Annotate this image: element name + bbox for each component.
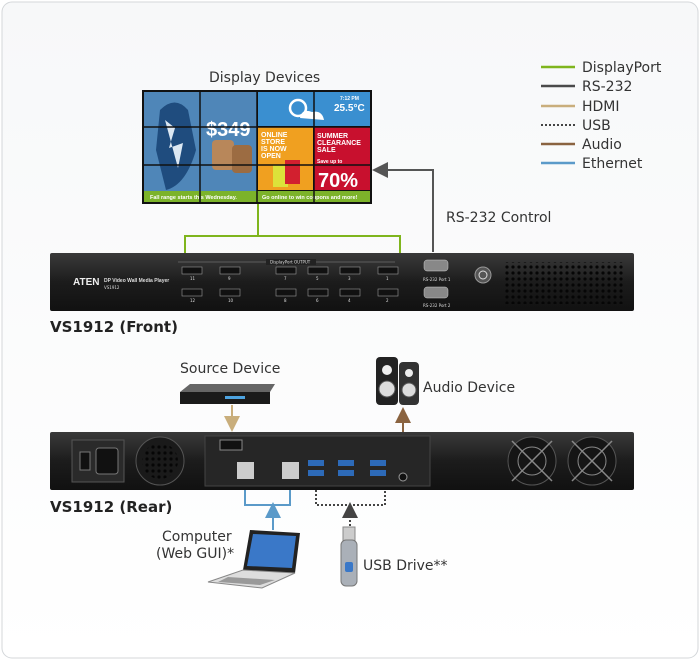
svg-text:RS-232 Port 1: RS-232 Port 1	[423, 277, 451, 282]
port-number: 10	[228, 298, 234, 303]
front-label: VS1912 (Front)	[50, 318, 178, 336]
front-vent	[505, 262, 625, 304]
port-number: 4	[348, 298, 351, 303]
svg-text:ONLINE: ONLINE	[261, 132, 288, 139]
displayport-output-8[interactable]: 8	[275, 288, 297, 303]
port-number: 2	[386, 298, 389, 303]
legend-item-displayport: DisplayPort	[541, 60, 662, 76]
port-number: 12	[190, 298, 196, 303]
rear-fan-1	[507, 436, 557, 486]
usb-drive	[340, 526, 358, 587]
displayport-connection	[184, 204, 401, 253]
svg-text:OPEN: OPEN	[261, 153, 281, 160]
svg-text:70%: 70%	[318, 170, 358, 192]
audio-device-label: Audio Device	[423, 380, 515, 396]
power-switch[interactable]	[79, 451, 91, 471]
ethernet-port-2[interactable]	[282, 462, 299, 479]
port-number: 11	[190, 276, 196, 281]
svg-text:RS-232: RS-232	[582, 79, 632, 95]
rs232-connection	[372, 162, 434, 252]
displayport-outputs: 11 9 7 5 3 1 12 10 8 6 4 2	[181, 266, 399, 303]
power-button[interactable]	[474, 266, 492, 284]
source-device	[180, 384, 275, 404]
svg-text:SALE: SALE	[317, 147, 336, 154]
legend-item-hdmi: HDMI	[541, 99, 620, 115]
svg-text:DisplayPort OUTPUT: DisplayPort OUTPUT	[270, 260, 311, 265]
audio-device	[376, 357, 419, 405]
vs1912-front-panel: ATEN DP Video Wall Media Player VS1912 D…	[50, 253, 634, 311]
displayport-output-9[interactable]: 9	[219, 266, 241, 281]
legend-item-rs232: RS-232	[541, 79, 632, 95]
svg-text:Fall range starts this Wednesd: Fall range starts this Wednesday.	[150, 195, 237, 201]
legend-item-usb: USB	[541, 118, 611, 134]
sale-text: SUMMER CLEARANCE SALE Save up to 70%	[317, 133, 361, 192]
displayport-output-2[interactable]: 2	[377, 288, 399, 303]
svg-text:RS-232 Port 2: RS-232 Port 2	[423, 303, 451, 308]
ethernet-connection	[244, 490, 291, 530]
displayport-output-6[interactable]: 6	[307, 288, 329, 303]
svg-text:Audio: Audio	[582, 137, 622, 153]
power-socket	[95, 447, 119, 475]
svg-text:7:12 PM: 7:12 PM	[340, 96, 359, 102]
usb-connection	[315, 490, 386, 530]
port-number: 6	[316, 298, 319, 303]
svg-text:HDMI: HDMI	[582, 99, 620, 115]
svg-text:STORE: STORE	[261, 139, 285, 146]
hdmi-port[interactable]	[219, 439, 243, 451]
port-number: 1	[386, 276, 389, 281]
rs232-port-2[interactable]: RS-232 Port 2	[423, 286, 451, 308]
audio-port[interactable]	[398, 472, 408, 482]
svg-text:SUMMER: SUMMER	[317, 133, 348, 140]
computer-sublabel: (Web GUI)*	[156, 546, 234, 562]
displayport-output-7[interactable]: 7	[275, 266, 297, 281]
ethernet-port-1[interactable]	[237, 462, 254, 479]
legend-item-audio: Audio	[541, 137, 622, 153]
legend: DisplayPort RS-232 HDMI USB Audio Ethern…	[541, 60, 662, 172]
svg-text:25.5°C: 25.5°C	[334, 103, 365, 114]
usb-drive-label: USB Drive**	[363, 558, 448, 574]
displayport-output-5[interactable]: 5	[307, 266, 329, 281]
rs232-control-label: RS-232 Control	[446, 210, 551, 226]
vs1912-rear-panel	[50, 432, 634, 490]
displayport-output-1[interactable]: 1	[377, 266, 399, 281]
svg-text:Ethernet: Ethernet	[582, 156, 643, 172]
port-number: 3	[348, 276, 351, 281]
video-wall: $349 7:12 PM 25.5°C ONLINE STORE IS NOW …	[142, 90, 372, 204]
svg-text:$349: $349	[206, 119, 251, 141]
usb-ports[interactable]	[308, 460, 386, 476]
displayport-output-4[interactable]: 4	[339, 288, 361, 303]
legend-item-ethernet: Ethernet	[541, 156, 643, 172]
rear-fan-2	[567, 436, 617, 486]
aten-logo: ATEN	[73, 277, 99, 288]
svg-text:CLEARANCE: CLEARANCE	[317, 140, 361, 147]
display-devices-label: Display Devices	[209, 70, 320, 86]
displayport-output-12[interactable]: 12	[181, 288, 203, 303]
port-number: 5	[316, 276, 319, 281]
svg-text:Go online to win coupons and m: Go online to win coupons and more!	[262, 195, 358, 201]
source-device-label: Source Device	[180, 361, 280, 377]
svg-text:VS1912: VS1912	[104, 285, 120, 290]
displayport-output-10[interactable]: 10	[219, 288, 241, 303]
rs232-port-1[interactable]: RS-232 Port 1	[423, 259, 451, 282]
laptop	[207, 530, 300, 589]
port-number: 7	[284, 276, 287, 281]
port-number: 8	[284, 298, 287, 303]
svg-text:DisplayPort: DisplayPort	[582, 60, 662, 76]
displayport-output-11[interactable]: 11	[181, 266, 203, 281]
svg-text:USB: USB	[582, 118, 611, 134]
displayport-output-3[interactable]: 3	[339, 266, 361, 281]
rear-label: VS1912 (Rear)	[50, 498, 172, 516]
computer-label: Computer	[162, 529, 232, 545]
svg-text:Save up to: Save up to	[317, 159, 342, 165]
svg-text:IS NOW: IS NOW	[261, 146, 287, 153]
svg-text:DP Video Wall Media Player: DP Video Wall Media Player	[104, 278, 169, 284]
store-text: ONLINE STORE IS NOW OPEN	[261, 132, 288, 160]
port-number: 9	[228, 276, 231, 281]
